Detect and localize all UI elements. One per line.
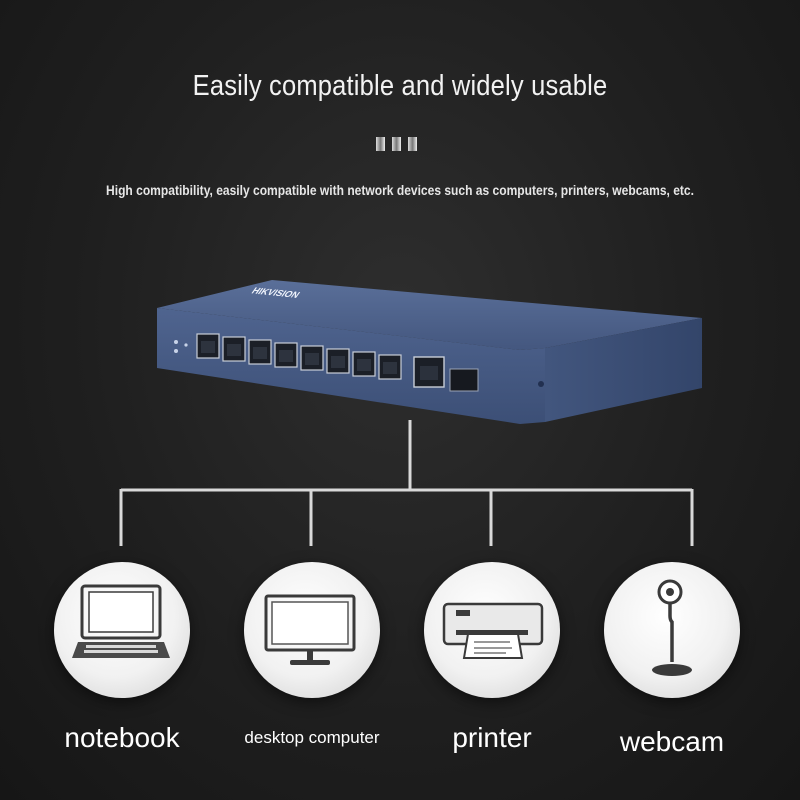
notebook-device [54,562,190,698]
ethernet-port-socket [331,356,345,368]
svg-text:HIKVISION: HIKVISION [249,286,302,300]
device-label-webcam: webcam [619,726,725,757]
decorative-divider [376,137,417,151]
device-label-notebook: notebook [64,722,180,753]
printer-icon [442,602,544,659]
ethernet-ports [196,333,402,380]
ethernet-port-socket [305,353,319,365]
desktop-computer-device [244,562,380,698]
page-subtitle: High compatibility, easily compatible wi… [106,182,694,198]
webcam-icon [652,579,692,676]
ethernet-port-socket [201,341,215,353]
webcam-device [604,562,740,698]
ethernet-port-socket [279,350,293,362]
device-label-printer: printer [452,722,532,753]
sfp-port [449,368,479,392]
printer-device [424,562,560,698]
notebook-icon [72,584,170,658]
desktop-computer-icon [264,594,356,665]
device-label-desktop-computer: desktop computer [244,728,380,747]
page-title: Easily compatible and widely usable [192,70,608,102]
ethernet-port-socket [253,347,267,359]
power-led [174,340,178,344]
ethernet-port-socket [227,344,241,356]
ethernet-port-socket [357,359,371,371]
ethernet-port-socket [383,362,397,374]
